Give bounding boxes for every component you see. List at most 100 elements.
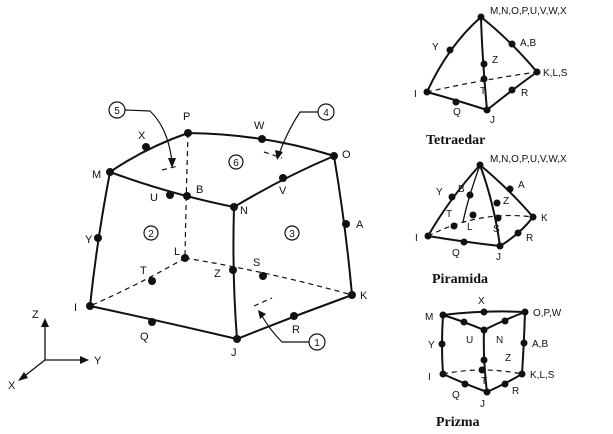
caption-pyramid: Piramida <box>432 272 488 287</box>
label-l: L <box>174 246 180 258</box>
node-l <box>181 254 189 262</box>
node-z <box>229 266 237 274</box>
svg-text:Y: Y <box>432 42 439 53</box>
svg-text:Q: Q <box>452 390 460 401</box>
node-u <box>166 191 174 199</box>
svg-text:I: I <box>414 89 417 100</box>
label-j: J <box>231 347 237 359</box>
svg-text:J: J <box>480 399 485 410</box>
brick-element: M P O N I J K L X W U V Y A Z B T S Q R … <box>74 101 368 359</box>
hidden-edge-l-i <box>89 257 186 307</box>
pyramid-element: M,N,O,P,U,V,W,X A Y B Z T L K I S R Q J … <box>415 154 567 287</box>
svg-text:A,B: A,B <box>532 339 548 350</box>
svg-text:R: R <box>521 88 528 99</box>
node-v <box>279 174 287 182</box>
svg-text:T: T <box>481 376 487 387</box>
label-k: K <box>360 290 368 302</box>
hidden-edge-l-k <box>184 257 353 296</box>
label-p: P <box>183 111 190 123</box>
label-b: B <box>196 184 203 196</box>
node-p <box>184 129 192 137</box>
label-x: X <box>138 130 146 142</box>
svg-text:A: A <box>518 180 525 191</box>
svg-text:Q: Q <box>453 107 461 118</box>
svg-text:M,N,O,P,U,V,W,X: M,N,O,P,U,V,W,X <box>490 6 567 17</box>
svg-text:J: J <box>490 115 495 126</box>
node-i <box>86 302 94 310</box>
node-k <box>348 291 356 299</box>
node-t <box>148 277 156 285</box>
svg-text:Q: Q <box>452 248 460 259</box>
axis-label-y: Y <box>94 355 102 367</box>
svg-text:3: 3 <box>289 229 295 240</box>
caption-tetrahedron: Tetraedar <box>426 133 485 148</box>
edge-n-j <box>232 206 238 340</box>
node-n <box>230 203 238 211</box>
svg-text:J: J <box>496 252 501 263</box>
label-o: O <box>342 149 351 161</box>
svg-text:S: S <box>493 224 500 235</box>
svg-text:K: K <box>541 213 548 224</box>
face-marker-6: 6 <box>228 154 244 170</box>
prism-element: M X O,P,W Y U N A,B Z I K,L,S T Q R J Pr… <box>425 296 562 430</box>
axis-label-x: X <box>8 380 16 392</box>
svg-text:4: 4 <box>323 108 329 119</box>
axis-label-z: Z <box>32 309 39 321</box>
label-t: T <box>140 265 147 277</box>
svg-text:6: 6 <box>233 158 239 169</box>
svg-text:K,L,S: K,L,S <box>530 370 555 381</box>
label-s: S <box>253 257 260 269</box>
node-o <box>330 152 338 160</box>
label-q: Q <box>140 331 149 343</box>
label-u: U <box>150 192 158 204</box>
node-q <box>148 318 156 326</box>
svg-text:Z: Z <box>505 353 511 364</box>
label-w: W <box>254 120 265 132</box>
svg-text:5: 5 <box>114 106 120 117</box>
svg-text:T: T <box>446 209 452 220</box>
callout-face-1: 1 <box>253 297 326 351</box>
label-n: N <box>240 205 248 217</box>
node-j <box>233 335 241 343</box>
face-marker-3: 3 <box>284 225 300 241</box>
node-x <box>142 143 150 151</box>
callout-face-4: 4 <box>263 103 335 160</box>
node-y <box>94 234 102 242</box>
label-y: Y <box>85 234 93 246</box>
label-z: Z <box>214 268 221 280</box>
svg-text:T: T <box>480 86 486 97</box>
node-m <box>106 168 114 176</box>
face-marker-2: 2 <box>143 225 159 241</box>
caption-prism: Prizma <box>436 415 480 430</box>
svg-text:1: 1 <box>314 338 320 349</box>
svg-text:X: X <box>478 296 485 307</box>
svg-text:Z: Z <box>503 196 509 207</box>
svg-text:2: 2 <box>148 229 154 240</box>
svg-text:Y: Y <box>436 187 443 198</box>
svg-text:B: B <box>458 184 465 195</box>
axis-triad: Z Y X <box>8 309 102 392</box>
svg-text:M: M <box>425 312 433 323</box>
node-a <box>342 220 350 228</box>
label-m: M <box>92 169 101 181</box>
edge-m-n <box>109 171 235 208</box>
svg-text:K,L,S: K,L,S <box>543 68 568 79</box>
node-b <box>183 192 191 200</box>
svg-text:N: N <box>496 335 503 346</box>
svg-text:Y: Y <box>428 340 435 351</box>
svg-text:Z: Z <box>492 55 498 66</box>
svg-text:I: I <box>428 372 431 383</box>
svg-text:O,P,W: O,P,W <box>533 308 562 319</box>
edge-m-p <box>109 132 189 173</box>
svg-text:L: L <box>467 222 473 233</box>
label-v: V <box>279 185 287 197</box>
svg-text:A,B: A,B <box>520 38 536 49</box>
callout-face-5: 5 <box>108 101 179 171</box>
svg-text:M,N,O,P,U,V,W,X: M,N,O,P,U,V,W,X <box>490 154 567 165</box>
node-r <box>290 312 298 320</box>
label-a: A <box>356 219 364 231</box>
node-s <box>259 272 267 280</box>
svg-text:R: R <box>512 386 519 397</box>
